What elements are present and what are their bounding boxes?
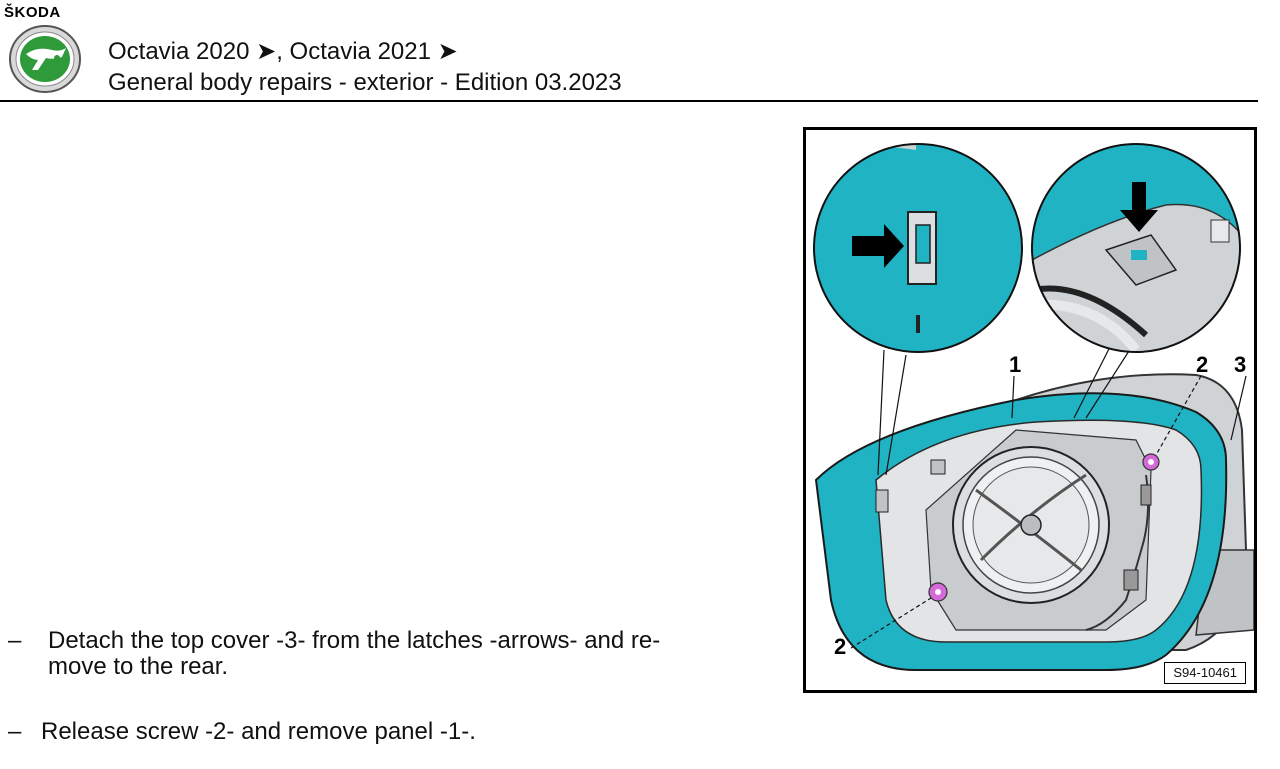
- mirror-figure: 1 2 3 2 S94-10461: [803, 127, 1257, 693]
- figure-code: S94-10461: [1164, 662, 1246, 684]
- step-text: Detach the top cover -3- from the latche…: [48, 628, 660, 680]
- step-dash: –: [8, 627, 22, 654]
- step-release-screw: – Release screw -2- and remove panel -1-…: [8, 719, 768, 749]
- skoda-logo-icon: [9, 25, 81, 93]
- step-text-line1: Detach the top cover -3- from the latche…: [48, 627, 661, 654]
- header-divider: [0, 100, 1258, 102]
- brand-wordmark: ŠKODA: [4, 4, 61, 21]
- step-text: Release screw -2- and remove panel -1-.: [41, 718, 476, 745]
- label-screw-top: 2: [1196, 352, 1209, 377]
- header-model-line: Octavia 2020 ➤, Octavia 2021 ➤: [108, 38, 458, 65]
- mirror-illustration: [813, 143, 1254, 671]
- step-text-line2: move to the rear.: [48, 653, 229, 680]
- label-top-cover: 3: [1234, 352, 1247, 377]
- step-dash: –: [8, 718, 22, 745]
- step-detach-top-cover: – Detach the top cover -3- from the latc…: [8, 628, 768, 684]
- label-panel: 1: [1009, 352, 1022, 377]
- label-screw-bottom: 2: [834, 634, 847, 659]
- header-manual-line: General body repairs - exterior - Editio…: [108, 69, 622, 96]
